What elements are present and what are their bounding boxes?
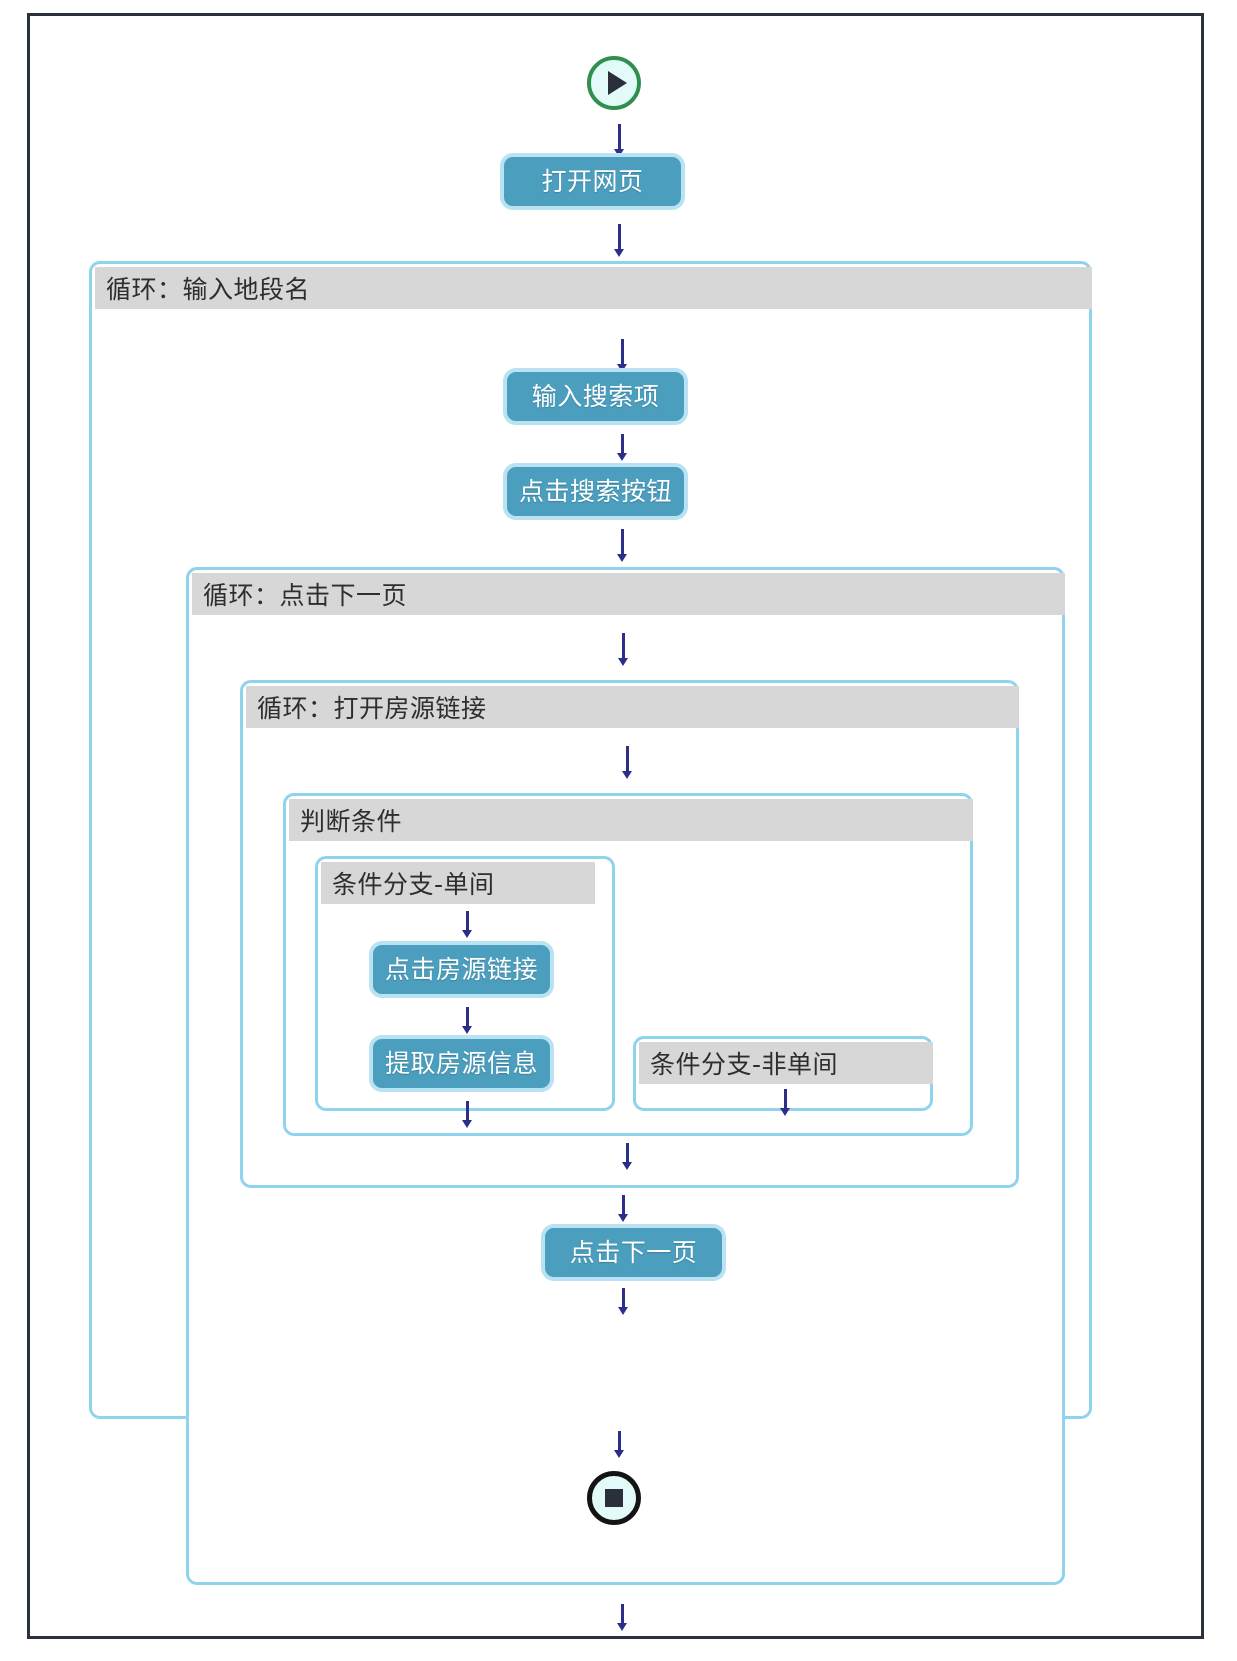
flow-column: 打开网页 循环：输入地段名 输入搜索项 点击搜索按钮 循环：点击下一页 xyxy=(30,16,1201,1636)
arrow-to-end-node xyxy=(614,1431,624,1458)
arrow-loop-district-exit xyxy=(617,1604,627,1631)
arrow-to-loop-open-listing xyxy=(618,633,628,666)
arrow-loop-next-page-exit xyxy=(618,1288,628,1315)
arrow-input-search-to-click-search xyxy=(617,434,627,461)
stop-icon xyxy=(605,1489,623,1507)
arrow-start-to-open-page xyxy=(614,124,624,157)
flowchart-canvas: 打开网页 循环：输入地段名 输入搜索项 点击搜索按钮 循环：点击下一页 xyxy=(27,13,1204,1639)
condition-block[interactable]: 判断条件 条件分支-单间 点击房源链接 提取房源信息 xyxy=(283,793,973,1136)
branch-single-title: 条件分支-单间 xyxy=(321,862,595,904)
arrow-branch-not-single-exit xyxy=(780,1089,790,1116)
action-extract-listing-info[interactable]: 提取房源信息 xyxy=(373,1039,550,1088)
branch-not-single-title: 条件分支-非单间 xyxy=(639,1042,933,1084)
action-input-search[interactable]: 输入搜索项 xyxy=(507,372,684,421)
play-icon xyxy=(607,71,627,95)
arrow-open-page-to-loop-district xyxy=(614,224,624,257)
action-click-next-page[interactable]: 点击下一页 xyxy=(545,1228,722,1277)
branch-single-block[interactable]: 条件分支-单间 点击房源链接 提取房源信息 xyxy=(315,856,615,1128)
action-open-page[interactable]: 打开网页 xyxy=(504,157,681,206)
arrow-to-condition xyxy=(622,746,632,779)
arrow-loop-open-listing-to-click-next xyxy=(618,1195,628,1222)
start-node[interactable] xyxy=(587,56,641,110)
arrow-to-input-search xyxy=(617,339,627,372)
action-click-listing-link[interactable]: 点击房源链接 xyxy=(373,945,550,994)
loop-district-title: 循环：输入地段名 xyxy=(95,267,1092,309)
arrow-click-search-to-loop-next-page xyxy=(617,529,627,562)
arrow-branch-single-to-click-link xyxy=(462,911,472,938)
branch-not-single-block[interactable]: 条件分支-非单间 xyxy=(633,1036,933,1116)
loop-open-listing-block[interactable]: 循环：打开房源链接 判断条件 条件分支-单间 点击房源链接 提取房源信息 xyxy=(240,680,1019,1188)
arrow-click-link-to-extract xyxy=(462,1007,472,1034)
action-click-search[interactable]: 点击搜索按钮 xyxy=(507,467,684,516)
arrow-branch-single-exit xyxy=(462,1101,472,1128)
condition-title: 判断条件 xyxy=(289,799,973,841)
loop-next-page-block[interactable]: 循环：点击下一页 循环：打开房源链接 判断条件 条件分支-单间 xyxy=(186,567,1065,1585)
loop-next-page-title: 循环：点击下一页 xyxy=(192,573,1065,615)
arrow-condition-exit xyxy=(622,1143,632,1170)
end-node[interactable] xyxy=(587,1471,641,1525)
loop-district-block[interactable]: 循环：输入地段名 输入搜索项 点击搜索按钮 循环：点击下一页 循环：打开房源链接 xyxy=(89,261,1092,1631)
loop-open-listing-title: 循环：打开房源链接 xyxy=(246,686,1019,728)
